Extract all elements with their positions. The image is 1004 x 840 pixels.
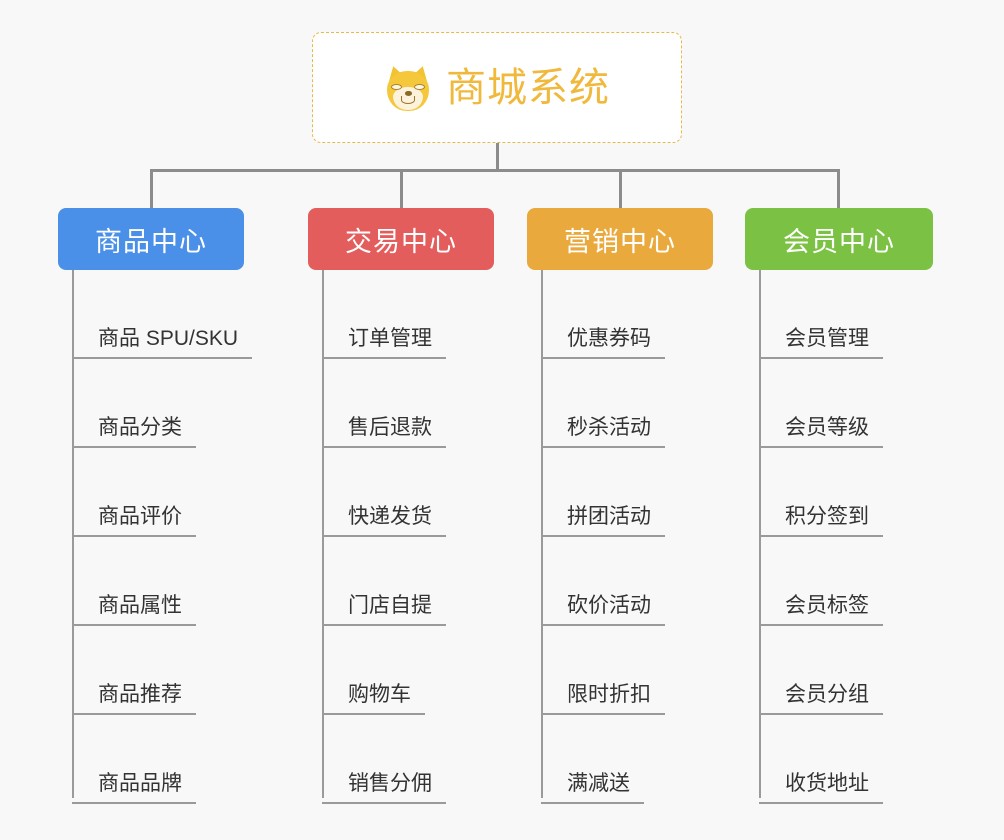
list-item[interactable]: 商品 SPU/SKU: [58, 270, 290, 359]
list-item-underline: 砍价活动: [541, 594, 665, 626]
connector-drop-2: [400, 169, 403, 208]
list-item[interactable]: 收货地址: [745, 715, 977, 804]
list-item-label: 门店自提: [348, 593, 432, 617]
list-item-label: 会员分组: [785, 682, 869, 706]
list-item[interactable]: 优惠券码: [527, 270, 759, 359]
list-item[interactable]: 砍价活动: [527, 537, 759, 626]
connector-horizontal-bus: [150, 169, 840, 172]
branch-item-list-4: 会员管理会员等级积分签到会员标签会员分组收货地址: [745, 270, 977, 804]
branch-spine-1: [72, 270, 74, 798]
list-item[interactable]: 商品属性: [58, 537, 290, 626]
list-item-underline: 商品 SPU/SKU: [72, 326, 253, 359]
list-item[interactable]: 拼团活动: [527, 448, 759, 537]
list-item[interactable]: 商品品牌: [58, 715, 290, 804]
branch-spine-4: [759, 270, 761, 798]
list-item-label: 售后退款: [348, 415, 432, 439]
list-item-label: 满减送: [567, 771, 630, 795]
list-item-label: 拼团活动: [567, 504, 651, 528]
list-item[interactable]: 售后退款: [308, 359, 540, 448]
list-item-label: 会员管理: [785, 326, 869, 350]
list-item-underline: 限时折扣: [541, 683, 665, 715]
list-item-underline: 会员等级: [759, 416, 883, 448]
list-item-underline: 快递发货: [322, 505, 446, 537]
list-item-underline: 会员管理: [759, 327, 883, 359]
list-item-underline: 优惠券码: [541, 327, 665, 359]
list-item-label: 商品属性: [98, 593, 182, 617]
list-item-label: 商品分类: [98, 415, 182, 439]
list-item-underline: 秒杀活动: [541, 416, 665, 448]
branch-item-list-3: 优惠券码秒杀活动拼团活动砍价活动限时折扣满减送: [527, 270, 759, 804]
list-item[interactable]: 会员标签: [745, 537, 977, 626]
branch-header-1[interactable]: 商品中心: [58, 208, 244, 270]
branch-header-2[interactable]: 交易中心: [308, 208, 494, 270]
list-item[interactable]: 商品分类: [58, 359, 290, 448]
list-item-label: 快递发货: [348, 504, 432, 528]
list-item-underline: 销售分佣: [322, 772, 446, 804]
list-item-label: 限时折扣: [567, 682, 651, 706]
list-item[interactable]: 积分签到: [745, 448, 977, 537]
branch-spine-2: [322, 270, 324, 798]
list-item-underline: 商品属性: [72, 594, 196, 626]
branch-header-3[interactable]: 营销中心: [527, 208, 713, 270]
list-item-underline: 积分签到: [759, 505, 883, 537]
branch-column-1: 商品中心商品 SPU/SKU 商品分类商品评价商品属性商品推荐商品品牌: [58, 208, 290, 804]
shiba-inu-dog-face-icon: [384, 63, 432, 113]
list-item[interactable]: 限时折扣: [527, 626, 759, 715]
branch-item-list-1: 商品 SPU/SKU 商品分类商品评价商品属性商品推荐商品品牌: [58, 270, 290, 804]
branch-header-4[interactable]: 会员中心: [745, 208, 933, 270]
list-item-label: 商品推荐: [98, 682, 182, 706]
list-item-underline: 满减送: [541, 772, 644, 804]
list-item-underline: 售后退款: [322, 416, 446, 448]
list-item-label: 订单管理: [348, 326, 432, 350]
root-title: 商城系统: [446, 65, 610, 110]
list-item-underline: 会员分组: [759, 683, 883, 715]
connector-drop-3: [619, 169, 622, 208]
list-item-label: 秒杀活动: [567, 415, 651, 439]
list-item[interactable]: 商品推荐: [58, 626, 290, 715]
list-item-underline: 会员标签: [759, 594, 883, 626]
list-item-label: 商品 SPU/SKU: [98, 326, 239, 350]
branch-spine-3: [541, 270, 543, 798]
list-item[interactable]: 销售分佣: [308, 715, 540, 804]
branch-item-list-2: 订单管理售后退款快递发货门店自提购物车销售分佣: [308, 270, 540, 804]
list-item[interactable]: 满减送: [527, 715, 759, 804]
list-item-label: 优惠券码: [567, 326, 651, 350]
list-item-label: 积分签到: [785, 504, 869, 528]
list-item-underline: 商品品牌: [72, 772, 196, 804]
list-item-label: 销售分佣: [348, 771, 432, 795]
root-node[interactable]: 商城系统: [312, 32, 682, 143]
connector-drop-4: [837, 169, 840, 208]
list-item-label: 商品评价: [98, 504, 182, 528]
connector-drop-1: [150, 169, 153, 208]
list-item-underline: 订单管理: [322, 327, 446, 359]
list-item-underline: 商品评价: [72, 505, 196, 537]
list-item-underline: 门店自提: [322, 594, 446, 626]
list-item-label: 会员标签: [785, 593, 869, 617]
connector-root-stem: [496, 143, 499, 172]
list-item-label: 砍价活动: [567, 593, 651, 617]
list-item[interactable]: 购物车: [308, 626, 540, 715]
list-item[interactable]: 会员等级: [745, 359, 977, 448]
list-item[interactable]: 会员分组: [745, 626, 977, 715]
branch-column-3: 营销中心优惠券码秒杀活动拼团活动砍价活动限时折扣满减送: [527, 208, 759, 804]
list-item-underline: 收货地址: [759, 772, 883, 804]
list-item-label: 会员等级: [785, 415, 869, 439]
list-item-label: 购物车: [348, 682, 411, 706]
list-item[interactable]: 秒杀活动: [527, 359, 759, 448]
list-item[interactable]: 门店自提: [308, 537, 540, 626]
list-item-underline: 购物车: [322, 683, 425, 715]
list-item-underline: 商品推荐: [72, 683, 196, 715]
list-item-label: 商品品牌: [98, 771, 182, 795]
list-item[interactable]: 快递发货: [308, 448, 540, 537]
list-item[interactable]: 商品评价: [58, 448, 290, 537]
list-item-underline: 拼团活动: [541, 505, 665, 537]
branch-column-2: 交易中心订单管理售后退款快递发货门店自提购物车销售分佣: [308, 208, 540, 804]
list-item[interactable]: 会员管理: [745, 270, 977, 359]
list-item-underline: 商品分类: [72, 416, 196, 448]
list-item[interactable]: 订单管理: [308, 270, 540, 359]
branch-column-4: 会员中心会员管理会员等级积分签到会员标签会员分组收货地址: [745, 208, 977, 804]
list-item-label: 收货地址: [785, 771, 869, 795]
